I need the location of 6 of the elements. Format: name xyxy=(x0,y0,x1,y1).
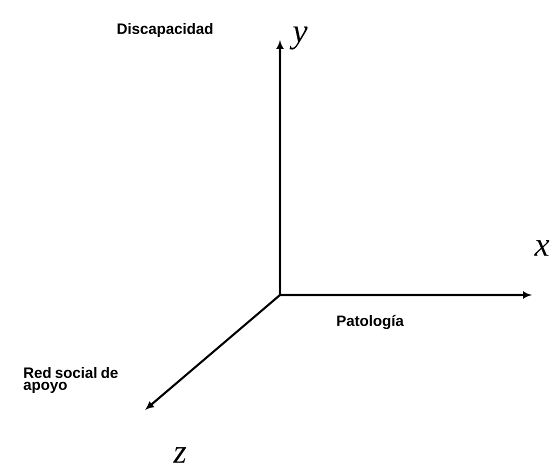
axis-title: Red social de apoyo xyxy=(24,367,118,393)
axis-title: Patología xyxy=(337,314,404,330)
axis-letter: x xyxy=(534,240,550,256)
axis-title: Discapacidad xyxy=(118,23,212,37)
axis-letter: y xyxy=(290,26,308,50)
axis-letter: z xyxy=(173,447,186,463)
